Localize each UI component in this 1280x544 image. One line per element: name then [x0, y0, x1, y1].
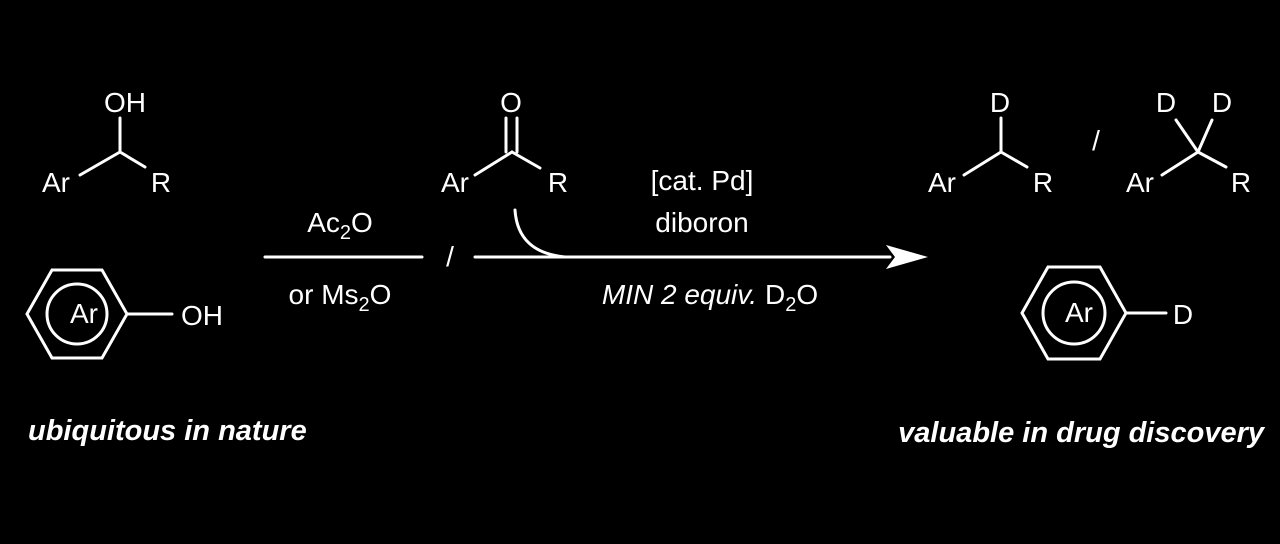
ketone-structure: O Ar R	[441, 87, 568, 198]
di-deuterated-product: D D Ar R	[1126, 87, 1251, 198]
mono-deuterated-product: D Ar R	[928, 87, 1053, 198]
phenol-oh-label: OH	[181, 300, 223, 331]
activation-top-text: Ac2O	[307, 207, 373, 244]
reagent-text: diboron	[655, 207, 748, 238]
ketone-ar-label: Ar	[441, 167, 469, 198]
caption-right: valuable in drug discovery	[898, 417, 1266, 449]
activation-bottom-text: or Ms2O	[289, 279, 392, 316]
activation-reagents: Ac2O or Ms2O /	[289, 207, 455, 316]
product-separator: /	[1092, 125, 1100, 156]
deuterated-arene-product: Ar D	[1020, 265, 1193, 361]
di-d-left-label: D	[1156, 87, 1176, 118]
ketone-o-label: O	[500, 87, 522, 118]
mono-r-label: R	[1033, 167, 1053, 198]
arene-ar-label: Ar	[1065, 297, 1093, 328]
di-ar-label: Ar	[1126, 167, 1154, 198]
ketone-r-label: R	[548, 167, 568, 198]
phenol-ar-label: Ar	[70, 298, 98, 329]
arene-d-label: D	[1173, 299, 1193, 330]
alcohol-oh-label: OH	[104, 87, 146, 118]
mono-ar-label: Ar	[928, 167, 956, 198]
mono-d-label: D	[990, 87, 1010, 118]
reaction-conditions: [cat. Pd] diboron MIN 2 equiv.D2O	[602, 165, 818, 316]
alcohol-r-label: R	[151, 167, 171, 198]
reaction-arrow-head-icon	[886, 245, 928, 269]
additive-text: MIN 2 equiv.D2O	[602, 279, 818, 316]
alcohol-ar-label: Ar	[42, 167, 70, 198]
di-d-right-label: D	[1212, 87, 1232, 118]
phenol-structure: Ar OH	[25, 268, 223, 360]
catalyst-text: [cat. Pd]	[651, 165, 754, 196]
activation-separator: /	[446, 241, 454, 272]
caption-left: ubiquitous in nature	[28, 415, 307, 447]
curved-arrow-icon	[513, 208, 567, 259]
alcohol-structure: OH Ar R	[42, 87, 171, 198]
di-r-label: R	[1231, 167, 1251, 198]
